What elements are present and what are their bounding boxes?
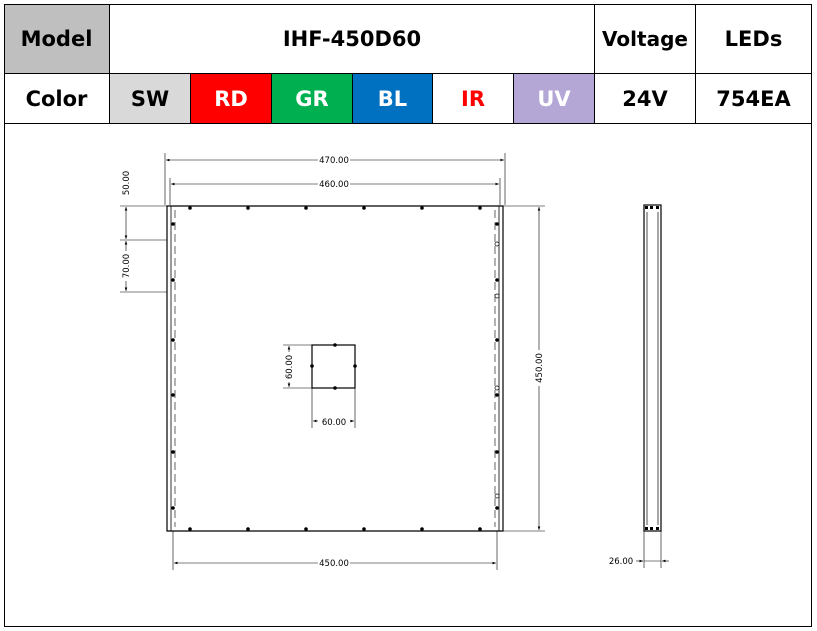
dim-label-450-horizontal: 450.00 <box>319 559 349 569</box>
leds-label: LEDs <box>724 26 783 51</box>
mounting-hole <box>188 527 192 531</box>
mounting-hole <box>495 278 499 282</box>
mounting-hole <box>304 527 308 531</box>
mounting-hole-open <box>494 293 500 299</box>
mounting-hole <box>495 222 499 226</box>
model-value: IHF-450D60 <box>282 26 422 51</box>
dim-label-470: 470.00 <box>319 156 349 166</box>
leds-value: 754EA <box>716 86 791 111</box>
dim-label-60-vertical: 60.00 <box>285 355 295 379</box>
mounting-hole <box>304 206 308 210</box>
model-label-cell: Model <box>4 4 110 74</box>
voltage-value: 24V <box>622 86 668 111</box>
dimension-lines <box>120 153 669 570</box>
mounting-hole <box>171 278 175 282</box>
color-swatch-uv: UV <box>514 74 595 124</box>
color-swatch-rd: RD <box>191 74 272 124</box>
mounting-hole <box>362 527 366 531</box>
panel-front-view <box>166 205 504 532</box>
mounting-hole <box>362 206 366 210</box>
mounting-hole-open <box>494 385 500 391</box>
color-swatch-label: SW <box>130 86 170 111</box>
model-value-cell: IHF-450D60 <box>110 4 595 74</box>
leds-value-cell: 754EA <box>696 74 811 124</box>
mounting-hole <box>478 527 482 531</box>
mounting-hole <box>420 527 424 531</box>
voltage-value-cell: 24V <box>595 74 696 124</box>
model-label: Model <box>20 26 93 51</box>
mounting-hole-open <box>494 493 500 499</box>
color-swatch-label: GR <box>295 86 329 111</box>
mounting-hole <box>171 506 175 510</box>
mounting-hole <box>420 206 424 210</box>
mounting-hole <box>495 393 499 397</box>
leds-label-cell: LEDs <box>696 4 811 74</box>
center-cutout <box>311 344 356 389</box>
color-swatch-gr: GR <box>272 74 353 124</box>
dim-label-60-horizontal: 60.00 <box>322 418 346 428</box>
dim-label-26: 26.00 <box>609 557 633 567</box>
voltage-label: Voltage <box>602 26 688 51</box>
dim-label-70: 70.00 <box>122 254 132 278</box>
color-swatch-label: UV <box>537 86 571 111</box>
voltage-label-cell: Voltage <box>595 4 696 74</box>
panel-side-view <box>643 204 662 532</box>
color-label-cell: Color <box>4 74 110 124</box>
mounting-hole <box>495 506 499 510</box>
mounting-hole <box>246 527 250 531</box>
mounting-holes <box>171 206 500 531</box>
side-view-details <box>645 206 659 530</box>
color-swatch-label: BL <box>377 86 408 111</box>
color-swatch-label: RD <box>214 86 248 111</box>
dim-label-450-vertical: 450.00 <box>535 353 545 383</box>
color-swatch-sw: SW <box>110 74 191 124</box>
mounting-hole <box>495 450 499 454</box>
spec-table: Model IHF-450D60 Voltage LEDs Color SW R… <box>4 4 811 124</box>
mounting-hole <box>171 393 175 397</box>
mounting-hole <box>171 450 175 454</box>
mounting-hole <box>171 338 175 342</box>
color-label: Color <box>25 86 88 111</box>
dim-label-50: 50.00 <box>122 171 132 195</box>
dimension-labels: 470.00 460.00 50.00 70.00 60.00 60.00 45… <box>120 154 633 569</box>
color-swatch-bl: BL <box>353 74 433 124</box>
color-swatch-ir: IR <box>433 74 514 124</box>
mounting-hole <box>246 206 250 210</box>
mounting-hole <box>495 338 499 342</box>
mounting-hole <box>478 206 482 210</box>
mounting-hole <box>171 222 175 226</box>
color-swatch-label: IR <box>461 86 485 111</box>
dim-label-460: 460.00 <box>319 180 349 190</box>
mounting-hole <box>188 206 192 210</box>
mounting-hole-open <box>494 241 500 247</box>
